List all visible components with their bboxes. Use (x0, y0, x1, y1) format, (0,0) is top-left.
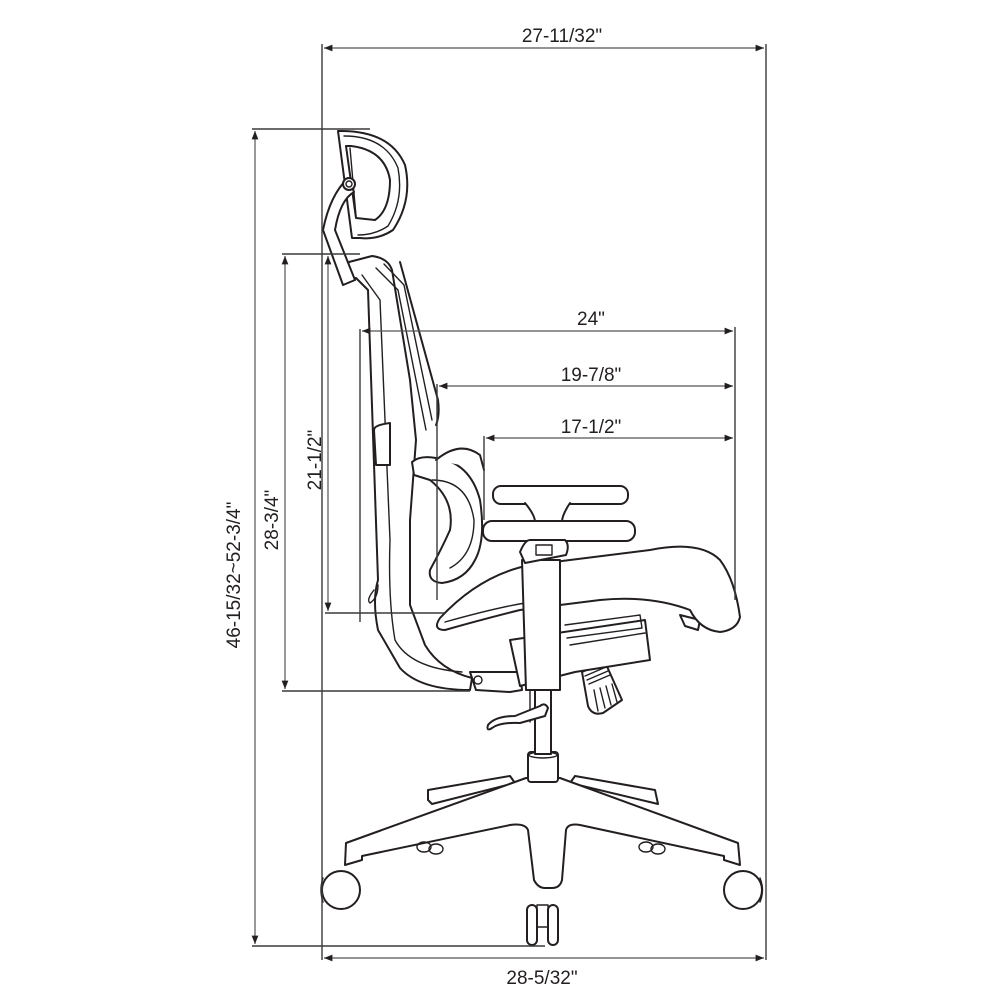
armrest (482, 485, 636, 691)
dim-label-overall-depth: 27-11/32" (522, 26, 602, 47)
headrest-bracket (322, 177, 356, 286)
dim-label-backrest-height: 28-3/4" (262, 490, 283, 551)
dim-label-lumbar-to-seat-front: 19-7/8" (561, 365, 622, 386)
dimension-lines (251, 44, 767, 962)
backrest (343, 255, 473, 691)
seat (411, 447, 741, 633)
height-lever (486, 703, 549, 731)
dim-label-backrest-to-seat: 21-1/2" (305, 430, 326, 491)
casters (320, 870, 764, 946)
dim-label-overall-height: 46-15/32~52-3/4" (224, 502, 245, 649)
dim-label-seat-depth: 17-1/2" (561, 417, 622, 438)
tension-knob (581, 661, 623, 715)
dim-label-back-to-seat-front: 24" (577, 309, 605, 330)
dim-label-base-width: 28-5/32" (506, 968, 577, 989)
lumbar-support (373, 422, 391, 466)
five-star-base (344, 775, 741, 889)
gas-cylinder (527, 687, 559, 783)
chair-drawing (320, 129, 764, 946)
headrest (337, 129, 409, 240)
